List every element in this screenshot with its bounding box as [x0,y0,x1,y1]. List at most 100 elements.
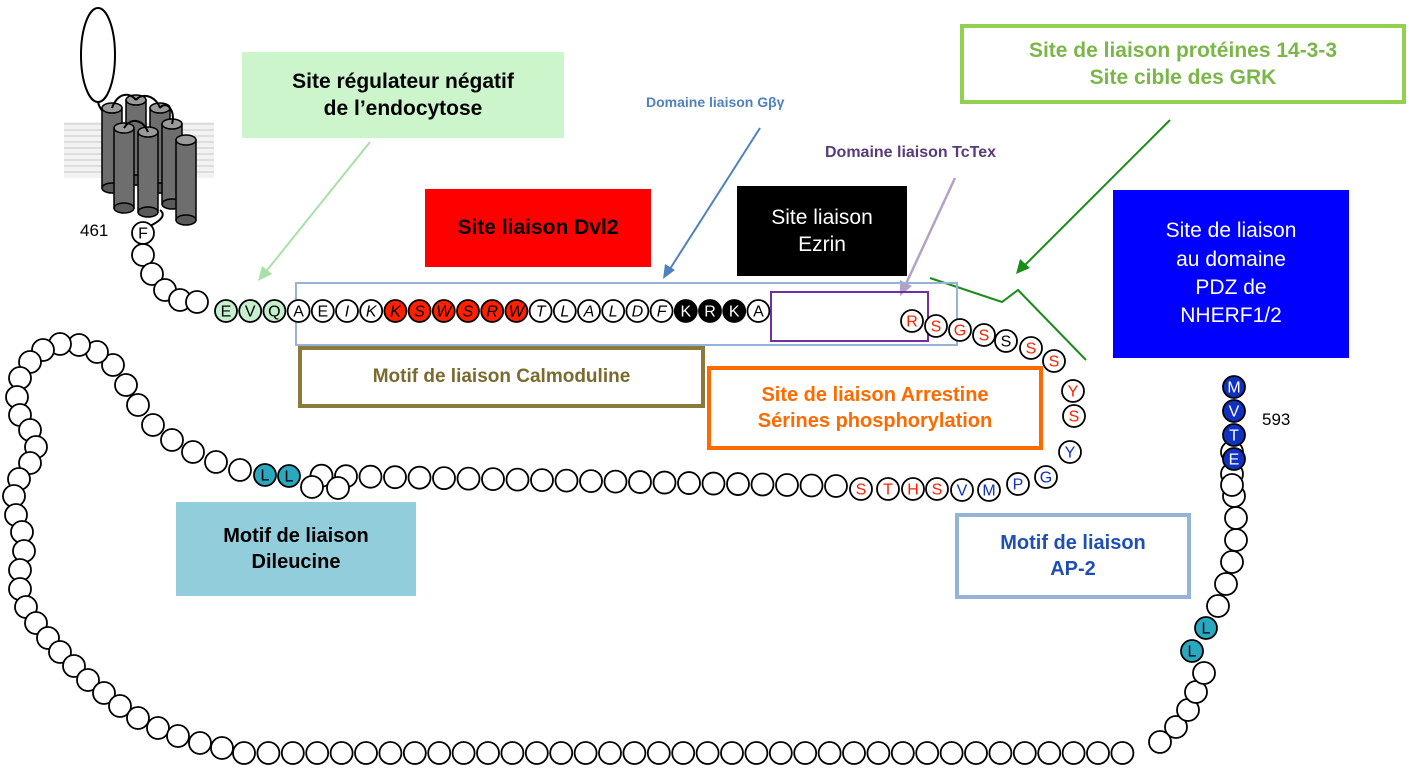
residue-circle [768,741,793,765]
residue-letter: S [931,319,942,336]
residue-circle [286,299,311,323]
residue-circle [799,473,824,498]
residue-circle [915,741,940,765]
residue-letter: L [285,469,294,486]
residue-circle [214,299,238,323]
residue-circle [305,741,330,765]
residue-circle [185,290,209,314]
residue-letter: A [583,304,595,321]
grk-arrowhead [1016,259,1030,274]
residue-circle [1086,741,1110,765]
residue-circle [166,724,190,748]
residue-circle [277,464,301,488]
residue-circle [326,476,350,500]
start-residue-number: 461 [80,221,108,240]
residue-circle [228,458,252,482]
residue-circle [402,741,427,765]
residue-circle [160,428,184,452]
residue-circle [329,741,354,765]
residue-circle [358,464,383,489]
residue-letter: D [632,304,644,321]
residue-letter: L [560,304,569,321]
residue-circle [746,299,771,323]
residue-circle [504,299,529,323]
grk-bracket [929,277,1087,361]
residue-circle [188,731,212,755]
residue-circle [126,706,150,730]
residue-circle [750,472,775,497]
residue-circle [48,640,72,664]
helix-cylinder [113,122,135,214]
residue-circle [890,741,915,765]
residue-circle [625,299,650,323]
residue-circle [1222,447,1246,471]
residue-letter: P [1013,477,1024,494]
residue-letter: W [509,304,526,321]
residue-circle [1058,440,1082,464]
residue-circle [677,471,701,495]
residue-circle [1224,506,1248,530]
residue-circle [1110,741,1135,765]
residue-circle [181,440,205,464]
residue-letter: G [1040,470,1052,487]
endocytosis-arrow [263,141,371,275]
residue-letter: E [221,304,232,321]
residue-circle [924,314,948,338]
residue-circle [673,299,698,323]
residue-circle [76,668,100,692]
residue-circle [108,694,132,718]
helix-cylinder [175,134,197,226]
residue-circle [431,299,456,323]
residue-circle [824,474,848,498]
residue-circle [573,741,598,765]
residue-circle [335,299,359,323]
residue-circle [481,467,505,492]
residue-circle [554,468,579,493]
residue-circle [695,741,720,765]
residue-circle [378,741,403,765]
residue-circle [62,654,86,678]
residue-letter: Q [268,304,280,321]
residue-circle [1220,550,1244,574]
residue-circle [383,299,408,323]
residue-circle [876,477,900,501]
residue-letter: L [1202,621,1211,638]
residue-circle [101,353,125,377]
residue-letter: K [729,304,740,321]
residue-circle [1062,404,1086,428]
connectors [258,119,1171,361]
residue-circle [456,299,480,323]
residue-circle [524,741,549,765]
residue-circle [646,741,671,765]
residue-letter: T [883,482,893,499]
residue-circle [939,741,964,765]
residue-letter: R [906,314,918,331]
residue-circle [775,473,799,497]
residue-circle [427,741,452,765]
residue-circle [1037,741,1062,765]
residue-letter: E [317,304,328,321]
residue-circle [528,299,553,323]
residue-circle [131,243,155,267]
tctex-domain-box [770,291,929,342]
residue-circle [1194,616,1218,640]
residue-circle [141,413,165,437]
residue-circle [964,741,988,765]
residue-circle [1220,473,1244,497]
residue-letter: K [680,304,691,321]
residue-circle [1206,594,1230,618]
residue-letter: S [463,304,474,321]
residue-circle [1012,741,1037,765]
residue-circle [1042,349,1066,373]
calmodulin-label: Motif de liaison Calmoduline [298,346,705,408]
residue-letter: K [390,304,402,321]
residue-circle [817,741,842,765]
residue-letter: V [957,483,968,500]
residue-circle [1019,336,1043,360]
residue-circle [628,470,652,494]
residue-circle [432,466,456,491]
